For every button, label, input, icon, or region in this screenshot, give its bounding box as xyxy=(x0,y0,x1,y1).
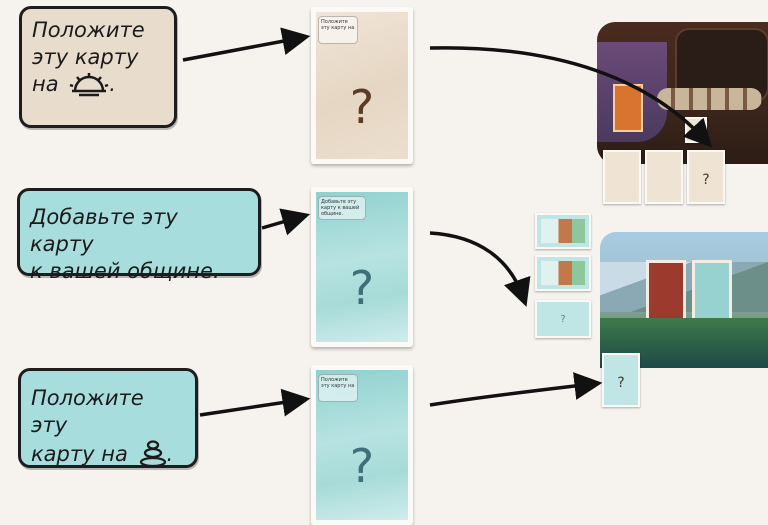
card-community[interactable]: Добавьте эту карту к вашей общине. ? xyxy=(311,187,413,347)
target-question-mark: ? xyxy=(617,375,625,391)
arrow-callout2-to-card xyxy=(261,208,311,236)
card-question-mark: ? xyxy=(349,261,375,315)
target-question-mark: ? xyxy=(560,313,566,325)
board-card-teal xyxy=(692,260,732,324)
stones-target-card[interactable]: ? xyxy=(602,353,640,407)
board-bead-row xyxy=(657,88,762,110)
community-target-card[interactable]: ? xyxy=(535,300,591,338)
instruction-place-on-stones: Положите эту карту на . xyxy=(18,368,198,468)
card-sunrise[interactable]: Положите эту карту на ? xyxy=(311,7,413,164)
board-orange-slot xyxy=(613,84,643,132)
instruction-add-to-community: Добавьте эту карту к вашей общине. xyxy=(17,188,261,283)
instruction-line-3: на . xyxy=(32,71,164,104)
card-stones[interactable]: Положите эту карту на ? xyxy=(311,365,413,525)
instruction-line-1: Положите эту xyxy=(31,386,144,437)
instruction-trailing: . xyxy=(109,72,116,96)
sunrise-row-card-2 xyxy=(645,150,683,204)
card-tag: Добавьте эту карту к вашей общине. xyxy=(318,196,366,220)
sunrise-board xyxy=(597,22,768,164)
arrow-card3-to-board xyxy=(429,372,603,407)
arrow-card2-to-community xyxy=(429,231,531,307)
instruction-line-2: карту на . xyxy=(31,439,185,474)
instruction-place-on-sunrise: Положите эту карту на . xyxy=(19,6,177,128)
card-art xyxy=(541,219,585,243)
stones-board xyxy=(600,232,768,368)
arrow-card1-to-board xyxy=(429,46,713,148)
board-card-red xyxy=(646,260,686,324)
card-tag: Положите эту карту на xyxy=(318,16,358,44)
card-art xyxy=(541,261,585,285)
instruction-line-3-text: на xyxy=(32,72,59,96)
instruction-line-1: Положите xyxy=(32,18,145,42)
card-question-mark: ? xyxy=(349,439,375,493)
instruction-line-2: к вашей общине. xyxy=(30,259,220,283)
instruction-line-2: эту карту xyxy=(32,45,139,69)
arrow-callout3-to-card xyxy=(199,388,311,417)
instruction-line-2-text: карту на xyxy=(31,442,128,466)
target-question-mark: ? xyxy=(702,172,710,188)
community-card-2 xyxy=(535,255,591,291)
card-question-mark: ? xyxy=(349,79,375,134)
sunrise-icon xyxy=(69,71,109,104)
instruction-line-1: Добавьте эту карту xyxy=(30,205,178,256)
sunrise-row-card-1 xyxy=(603,150,641,204)
arrow-callout1-to-card xyxy=(182,27,311,62)
card-tag: Положите эту карту на xyxy=(318,374,358,402)
sunrise-target-card[interactable]: ? xyxy=(687,150,725,204)
community-card-1 xyxy=(535,213,591,249)
stones-icon xyxy=(139,439,167,474)
instruction-trailing: . xyxy=(166,442,174,466)
